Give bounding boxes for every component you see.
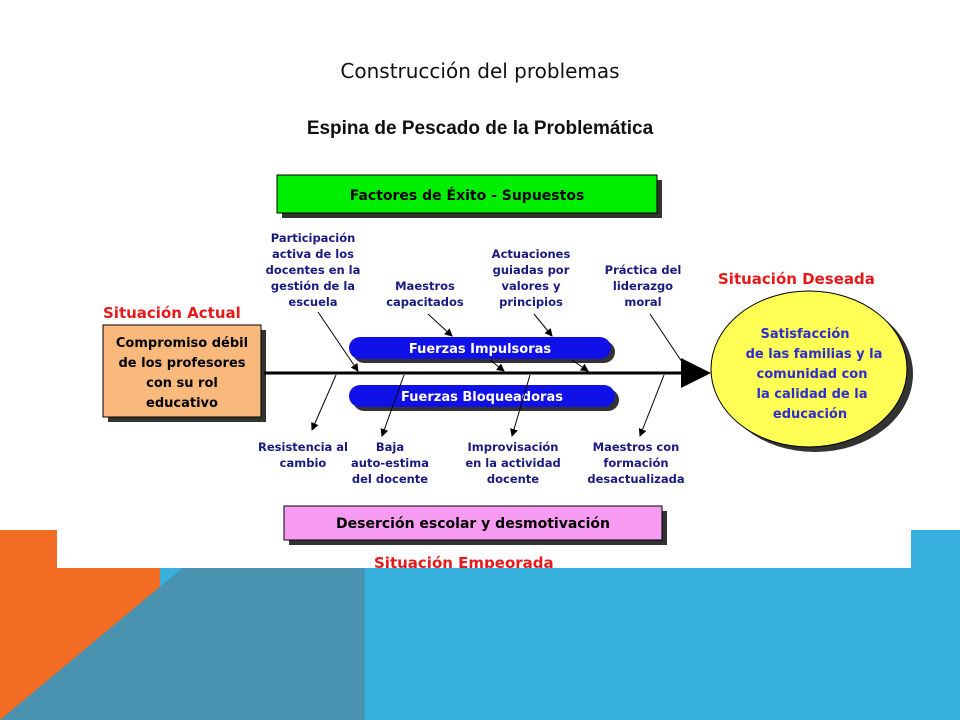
lower-label-3-line-2: en la actividad: [465, 456, 560, 470]
upper-label-3-line-3: valores y: [502, 279, 561, 293]
current-situation-line-3: con su rol: [146, 376, 218, 391]
upper-arrow-2a: [427, 313, 453, 337]
upper-label-4-line-3: moral: [624, 295, 661, 309]
lower-label-3-line-1: Improvisación: [468, 440, 559, 454]
upper-label-1-line-4: gestión de la: [271, 279, 355, 293]
desired-situation-line-5: educación: [773, 407, 847, 422]
upper-label-3-line-1: Actuaciones: [492, 247, 571, 261]
upper-label-1-line-1: Participación: [271, 231, 356, 245]
lower-arrow-3: [510, 374, 531, 437]
upper-label-4-line-1: Práctica del: [605, 263, 682, 277]
upper-arrow-2b: [489, 359, 505, 372]
upper-arrow-3a: [533, 313, 553, 337]
worsened-outcome-label: Deserción escolar y desmotivación: [336, 516, 610, 532]
current-situation-line-2: de los profesores: [118, 356, 245, 371]
upper-label-2-line-1: Maestros: [395, 279, 455, 293]
blocking-forces-bar: [349, 385, 615, 407]
desired-situation-heading: Situación Deseada: [718, 270, 875, 288]
lower-label-4-line-3: desactualizada: [587, 472, 684, 486]
lower-label-1-line-1: Resistencia al: [258, 440, 348, 454]
lower-label-2-line-3: del docente: [352, 472, 428, 486]
lower-arrow-1: [311, 374, 337, 431]
lower-arrow-2: [380, 374, 405, 437]
blocking-forces-label: Fuerzas Bloqueadoras: [401, 390, 563, 405]
worsened-situation-heading: Situación Empeorada: [374, 554, 554, 572]
upper-label-1-line-5: escuela: [288, 295, 337, 309]
desired-situation-circle: [710, 290, 908, 448]
lower-label-2-line-2: auto-estima: [351, 456, 429, 470]
lower-label-4-line-1: Maestros con: [593, 440, 680, 454]
upper-label-4-line-2: liderazgo: [613, 279, 673, 293]
success-factors-label: Factores de Éxito - Supuestos: [350, 187, 585, 204]
upper-arrow-4: [649, 313, 689, 372]
slide-subtitle: Espina de Pescado de la Problemática: [306, 118, 654, 139]
lower-label-3-line-3: docente: [487, 472, 539, 486]
lower-label-2-line-1: Baja: [376, 440, 404, 454]
current-situation-line-1: Compromiso débil: [116, 336, 248, 351]
worsened-outcome-box: [283, 505, 663, 541]
upper-label-1-line-3: docentes en la: [266, 263, 361, 277]
desired-situation-line-1: Satisfacción: [760, 327, 849, 342]
lower-arrow-4: [638, 374, 665, 437]
upper-label-2-line-2: capacitados: [386, 295, 464, 309]
lower-label-1-line-2: cambio: [280, 456, 327, 470]
driving-forces-bar: [349, 337, 611, 359]
current-situation-heading: Situación Actual: [103, 304, 241, 322]
desired-situation-line-2: de las familias y la: [746, 347, 883, 362]
current-situation-line-4: educativo: [146, 396, 218, 411]
slide-title: Construcción del problemas: [340, 59, 620, 83]
upper-arrow-3b: [571, 359, 589, 372]
desired-situation-line-4: la calidad de la: [757, 387, 868, 402]
current-situation-box: [102, 324, 262, 418]
driving-forces-label: Fuerzas Impulsoras: [409, 342, 552, 357]
upper-label-3-line-2: guiadas por: [493, 263, 570, 277]
lower-label-4-line-2: formación: [603, 456, 668, 470]
success-factors-box: [276, 174, 658, 214]
desired-situation-line-3: comunidad con: [757, 367, 868, 382]
upper-label-1-line-2: activa de los: [272, 247, 354, 261]
upper-arrow-1: [317, 311, 359, 372]
upper-label-3-line-4: principios: [499, 295, 563, 309]
